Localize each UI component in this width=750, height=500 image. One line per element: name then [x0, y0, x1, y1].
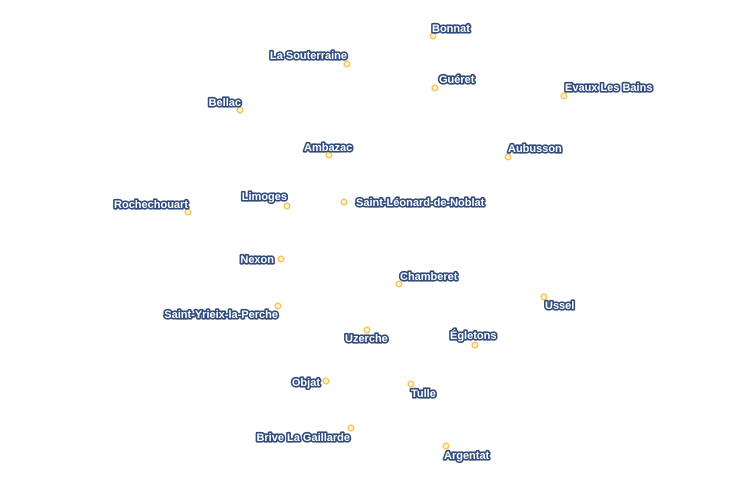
city-label-halo: Brive La Gaillarde	[256, 432, 350, 444]
city-marker-icon-nexon[interactable]	[277, 255, 285, 263]
city-label-halo: La Souterraine	[270, 50, 347, 62]
city-marker-icon-uzerche[interactable]	[363, 326, 371, 334]
city-name: Ussel	[545, 300, 574, 312]
city-label-saint-leonard-de-noblat: Saint-Léonard-de-NoblatSaint-Léonard-de-…	[354, 195, 486, 210]
city-marker-icon-limoges[interactable]	[283, 202, 291, 210]
city-name: Bonnat	[432, 23, 470, 35]
city-name: Rochechouart	[114, 199, 188, 211]
city-label-halo: Limoges	[242, 191, 287, 203]
city-label-halo: Chamberet	[400, 271, 458, 283]
city-label-halo: Uzerche	[345, 333, 388, 345]
city-name: Saint-Léonard-de-Noblat	[356, 197, 485, 209]
city-marker-icon-ambazac[interactable]	[325, 151, 333, 159]
city-label-halo: Égletons	[450, 329, 496, 342]
city-marker-icon-egletons[interactable]	[471, 341, 479, 349]
city-marker-icon-rochechouart[interactable]	[184, 208, 192, 216]
city-name: Chamberet	[400, 271, 458, 283]
city-name: Aubusson	[508, 143, 562, 155]
city-label-halo: Saint-Yrieix-la-Perche	[164, 309, 278, 321]
city-name: Tulle	[411, 388, 436, 400]
city-label-halo: Ussel	[545, 300, 574, 312]
city-label-halo: Guéret	[439, 74, 475, 86]
city-marker-icon-aubusson[interactable]	[504, 153, 512, 161]
city-label-halo: Rochechouart	[114, 199, 188, 211]
city-label-halo: Nexon	[240, 254, 274, 266]
city-name: Brive La Gaillarde	[256, 432, 350, 444]
city-name: Nexon	[240, 254, 274, 266]
city-label-halo: Aubusson	[508, 143, 562, 155]
city-marker-icon-gueret[interactable]	[431, 84, 439, 92]
city-name: Ambazac	[304, 142, 352, 154]
city-label-halo: Saint-Léonard-de-Noblat	[356, 197, 485, 209]
city-name: Uzerche	[345, 333, 388, 345]
city-marker-icon-evaux-les-bains[interactable]	[560, 92, 568, 100]
city-name: Bellac	[209, 97, 241, 109]
city-label-saint-yrieix-la-perche: Saint-Yrieix-la-PercheSaint-Yrieix-la-Pe…	[163, 307, 280, 322]
city-name: Limoges	[242, 191, 287, 203]
city-marker-icon-brive-la-gaillarde[interactable]	[347, 424, 355, 432]
city-name: La Souterraine	[270, 50, 347, 62]
city-marker-icon-tulle[interactable]	[407, 380, 415, 388]
city-marker-icon-saint-yrieix-la-perche[interactable]	[274, 302, 282, 310]
city-marker-icon-objat[interactable]	[322, 377, 330, 385]
city-marker-icon-bonnat[interactable]	[429, 32, 437, 40]
city-name: Objat	[292, 377, 320, 389]
city-label-halo: Tulle	[411, 388, 436, 400]
city-name: Égletons	[450, 329, 496, 342]
city-name: Evaux Les Bains	[565, 82, 652, 94]
city-label-halo: Evaux Les Bains	[565, 82, 652, 94]
city-label-halo: Objat	[292, 377, 320, 389]
city-marker-icon-ussel[interactable]	[540, 293, 548, 301]
city-label-halo: Argentat	[444, 450, 490, 462]
city-markers	[184, 32, 568, 450]
city-label-halo: Ambazac	[304, 142, 352, 154]
city-marker-icon-la-souterraine[interactable]	[343, 60, 351, 68]
city-name: Guéret	[439, 74, 475, 86]
city-marker-icon-saint-leonard-de-noblat[interactable]	[340, 198, 348, 206]
city-label-halo: Bellac	[209, 97, 241, 109]
city-marker-icon-bellac[interactable]	[236, 106, 244, 114]
city-marker-icon-chamberet[interactable]	[395, 280, 403, 288]
city-label-halo: Bonnat	[432, 23, 470, 35]
city-name: Argentat	[444, 450, 490, 462]
city-name: Saint-Yrieix-la-Perche	[164, 309, 278, 321]
city-marker-icon-argentat[interactable]	[442, 442, 450, 450]
